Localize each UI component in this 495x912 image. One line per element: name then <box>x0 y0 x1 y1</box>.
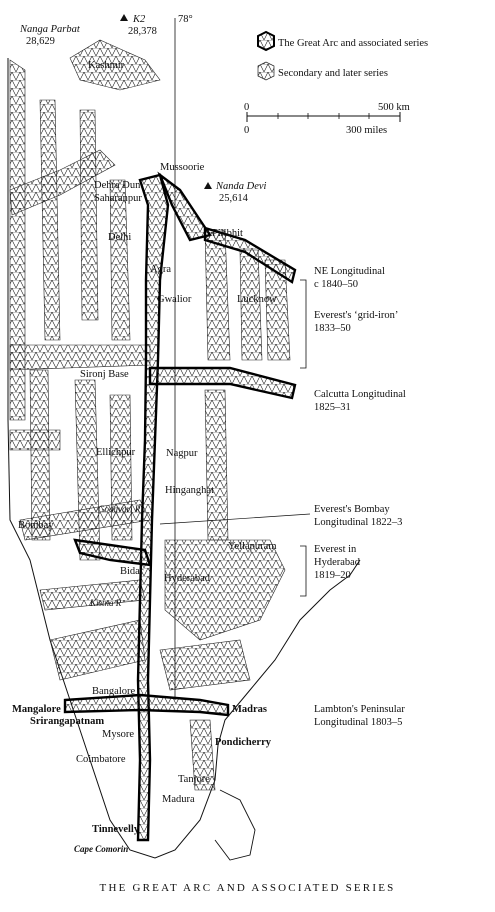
label-hinganghat: Hinganghat <box>165 485 214 496</box>
lambton-title: Lambton's Peninsular <box>314 704 405 715</box>
sri-lanka-coast <box>214 789 256 861</box>
label-sironj-base: Sironj Base <box>80 369 129 380</box>
label-bangalore: Bangalore <box>92 686 135 697</box>
grid-iron-title: Everest's ‘grid-iron’ <box>314 310 398 321</box>
nanda-devi-name: Nanda Devi <box>215 181 267 192</box>
nanga-parbat-height: 28,629 <box>26 36 55 47</box>
label-gwalior: Gwalior <box>157 294 192 305</box>
legend-secondary-icon <box>257 61 275 81</box>
legend-great-arc-label: The Great Arc and associated series <box>278 38 428 49</box>
label-mussoorie: Mussoorie <box>160 162 205 173</box>
scale-mi-zero: 0 <box>244 125 249 136</box>
label-hyderabad: Hyderabad <box>164 573 211 584</box>
legend-great-arc-icon <box>257 30 275 52</box>
calcutta-years: 1825–31 <box>314 402 351 413</box>
label-tanjore: Tanjore <box>178 774 210 785</box>
label-bidar: Bidar <box>120 566 144 577</box>
legend: The Great Arc and associated series Seco… <box>257 30 428 81</box>
nanga-parbat-name: Nanga Parbat <box>19 24 81 35</box>
label-delhi: Delhi <box>108 232 131 243</box>
label-pondicherry: Pondicherry <box>215 737 272 748</box>
label-cape-comorin: Cape Comorin <box>74 844 128 854</box>
hyderabad-title: Everest in <box>314 544 357 555</box>
calcutta-title: Calcutta Longitudinal <box>314 389 406 400</box>
label-srirangapatnam: Srirangapatnam <box>30 716 104 727</box>
bombay-longitudinal <box>73 538 152 567</box>
ne-longitudinal-title: NE Longitudinal <box>314 266 385 277</box>
nanda-devi-peak-icon <box>204 182 212 189</box>
scale-km-zero: 0 <box>244 102 249 113</box>
label-godavari: Godavari R <box>98 504 141 514</box>
label-mangalore: Mangalore <box>12 704 61 715</box>
hyderabad-place: Hyderabad <box>314 557 361 568</box>
calcutta-longitudinal <box>148 366 297 400</box>
series-annotations: NE Longitudinal c 1840–50 Everest's ‘gri… <box>159 266 406 728</box>
label-kashmir: Kashmir <box>88 60 125 71</box>
label-tinnevelly: Tinnevelly <box>92 824 140 835</box>
label-bombay: Bombay <box>18 520 54 531</box>
lambton-years: Longitudinal 1803–5 <box>314 717 402 728</box>
k2-peak-icon <box>120 14 128 21</box>
label-madura: Madura <box>162 794 195 805</box>
lambton-peninsular <box>63 693 230 717</box>
label-agra: Agra <box>150 264 171 275</box>
label-coimbatore: Coimbatore <box>76 754 126 765</box>
nanda-devi-height: 25,614 <box>219 193 249 204</box>
scale-km-max: 500 km <box>378 102 410 113</box>
label-dehra-dun: Dehra Dun <box>94 180 141 191</box>
great-arc-main <box>136 173 170 842</box>
label-ellichpur: Ellichpur <box>96 447 136 458</box>
k2-height: 28,378 <box>128 26 157 37</box>
label-saharanpur: Saharanpur <box>94 193 142 204</box>
label-mysore: Mysore <box>102 729 134 740</box>
label-pilibhit: Pilibhit <box>212 228 243 239</box>
map-caption: THE GREAT ARC AND ASSOCIATED SERIES <box>99 882 396 894</box>
ne-longitudinal-years: c 1840–50 <box>314 279 358 290</box>
label-yellapuram: Yellapuram <box>228 541 277 552</box>
legend-secondary-label: Secondary and later series <box>278 68 388 79</box>
meridian-label: 78° <box>178 14 193 25</box>
label-madras: Madras <box>232 704 267 715</box>
scale-bar: 0 500 km 0 300 miles <box>244 102 410 136</box>
label-lucknow: Lucknow <box>237 294 277 305</box>
hyderabad-years: 1819–20 <box>314 570 351 581</box>
k2-name: K2 <box>132 14 146 25</box>
bombay-longitudinal-title: Everest's Bombay <box>314 504 390 515</box>
label-nagpur: Nagpur <box>166 448 198 459</box>
great-arc-series <box>63 171 297 842</box>
ne-longitudinal <box>203 226 297 284</box>
secondary-series <box>9 39 291 791</box>
grid-iron-years: 1833–50 <box>314 323 351 334</box>
scale-mi-max: 300 miles <box>346 125 387 136</box>
bombay-longitudinal-years: Longitudinal 1822–3 <box>314 517 402 528</box>
label-kistna: Kistna R <box>89 598 122 608</box>
coastline <box>7 58 361 859</box>
